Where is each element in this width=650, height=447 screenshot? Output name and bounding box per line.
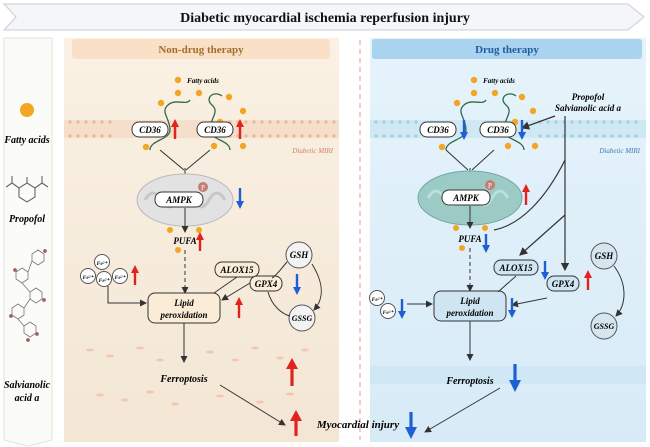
down-arrow — [482, 234, 490, 253]
left-fatty-acids-label: Fatty acids — [187, 77, 219, 85]
up-arrow — [236, 119, 244, 139]
down-arrow — [541, 261, 549, 280]
regulation-arrows — [131, 119, 592, 439]
up-arrow — [584, 270, 592, 290]
down-arrow — [460, 120, 468, 140]
up-arrow — [286, 358, 298, 386]
left-panel-header: Non-drug therapy — [158, 44, 244, 56]
left-ferroptosis: Ferroptosis — [159, 374, 207, 385]
left-membrane — [68, 120, 336, 138]
up-arrow — [290, 410, 302, 436]
right-fe-2: Fe²⁺ — [383, 310, 395, 316]
right-fe-1: Fe²⁺ — [372, 297, 384, 303]
right-cd36-a: CD36 — [427, 125, 449, 135]
left-membrane-label: Diabetic MIRI — [291, 147, 333, 155]
salvianolic-structure-icon — [9, 249, 47, 342]
right-pufa: PUFA — [458, 234, 481, 244]
legend-column: Fatty acids Propofol Salvianolic acid a — [3, 37, 53, 447]
right-drug-line2: Salvianolic acid a — [555, 103, 621, 113]
down-arrow — [293, 274, 301, 295]
right-membrane-label: Diabetic MIRI — [598, 147, 640, 155]
right-ampk: AMPK — [452, 193, 480, 203]
title-banner: Diabetic myocardial ischemia reperfusion… — [2, 3, 645, 31]
up-arrow — [235, 297, 243, 318]
propofol-structure-icon — [5, 176, 49, 203]
legend-salvianolic-line2: acid a — [15, 393, 40, 404]
down-arrow — [518, 120, 526, 140]
legend-propofol: Propofol — [9, 214, 45, 225]
down-arrow — [398, 299, 406, 319]
up-arrow — [196, 232, 204, 251]
left-p-badge: P — [201, 184, 205, 192]
up-arrow — [131, 265, 139, 285]
left-fatty-acid-dots — [140, 76, 247, 151]
left-ferroptosis-debris — [86, 346, 309, 406]
left-ampk: AMPK — [165, 195, 193, 205]
legend-fatty-acids: Fatty acids — [3, 135, 49, 146]
right-ferroptosis: Ferroptosis — [445, 376, 493, 387]
down-arrow — [509, 364, 521, 392]
left-lipid-line2: peroxidation — [159, 310, 207, 320]
right-gpx4: GPX4 — [552, 279, 575, 289]
right-gssg: GSSG — [594, 322, 615, 331]
left-gpx4: GPX4 — [255, 279, 278, 289]
left-cd36-b: CD36 — [204, 125, 226, 135]
right-panel-header: Drug therapy — [475, 44, 539, 56]
outcome-label: Myocardial injury — [316, 419, 399, 431]
left-lipid-line1: Lipid — [173, 298, 194, 308]
right-p-badge: P — [488, 182, 492, 190]
legend-salvianolic-line1: Salvianolic — [4, 380, 51, 391]
diagram-title: Diabetic myocardial ischemia reperfusion… — [180, 11, 470, 26]
right-fe-cluster: Fe²⁺ Fe²⁺ — [369, 290, 396, 319]
down-arrow — [236, 188, 244, 209]
up-arrow — [171, 119, 179, 139]
right-alox15: ALOX15 — [498, 263, 533, 273]
left-cd36-a: CD36 — [139, 125, 161, 135]
right-panel: Drug therapy Diabetic MIRI Fatty acids C… — [369, 38, 646, 442]
right-lipid-line2: peroxidation — [445, 308, 493, 318]
left-fe-cluster: Fe²⁺ Fe²⁺ Fe²⁺ Fe²⁺ — [80, 254, 128, 287]
left-fe-2: Fe²⁺ — [83, 275, 95, 281]
left-alox15: ALOX15 — [219, 265, 254, 275]
right-fatty-acids-label: Fatty acids — [483, 77, 515, 85]
left-gsh: GSH — [290, 250, 310, 260]
down-arrow — [405, 412, 417, 439]
left-gssg: GSSG — [292, 314, 313, 323]
right-gsh: GSH — [595, 251, 615, 261]
fatty-acid-legend-icon — [20, 103, 34, 117]
right-cd36-b: CD36 — [487, 125, 509, 135]
left-pufa: PUFA — [173, 236, 196, 246]
left-fe-4: Fe²⁺ — [115, 275, 127, 281]
right-lipid-line1: Lipid — [459, 296, 480, 306]
up-arrow — [522, 184, 530, 205]
right-drug-line1: Propofol — [572, 92, 605, 102]
down-arrow — [508, 298, 516, 318]
left-fe-3: Fe²⁺ — [99, 278, 111, 284]
left-fe-1: Fe²⁺ — [97, 261, 109, 267]
